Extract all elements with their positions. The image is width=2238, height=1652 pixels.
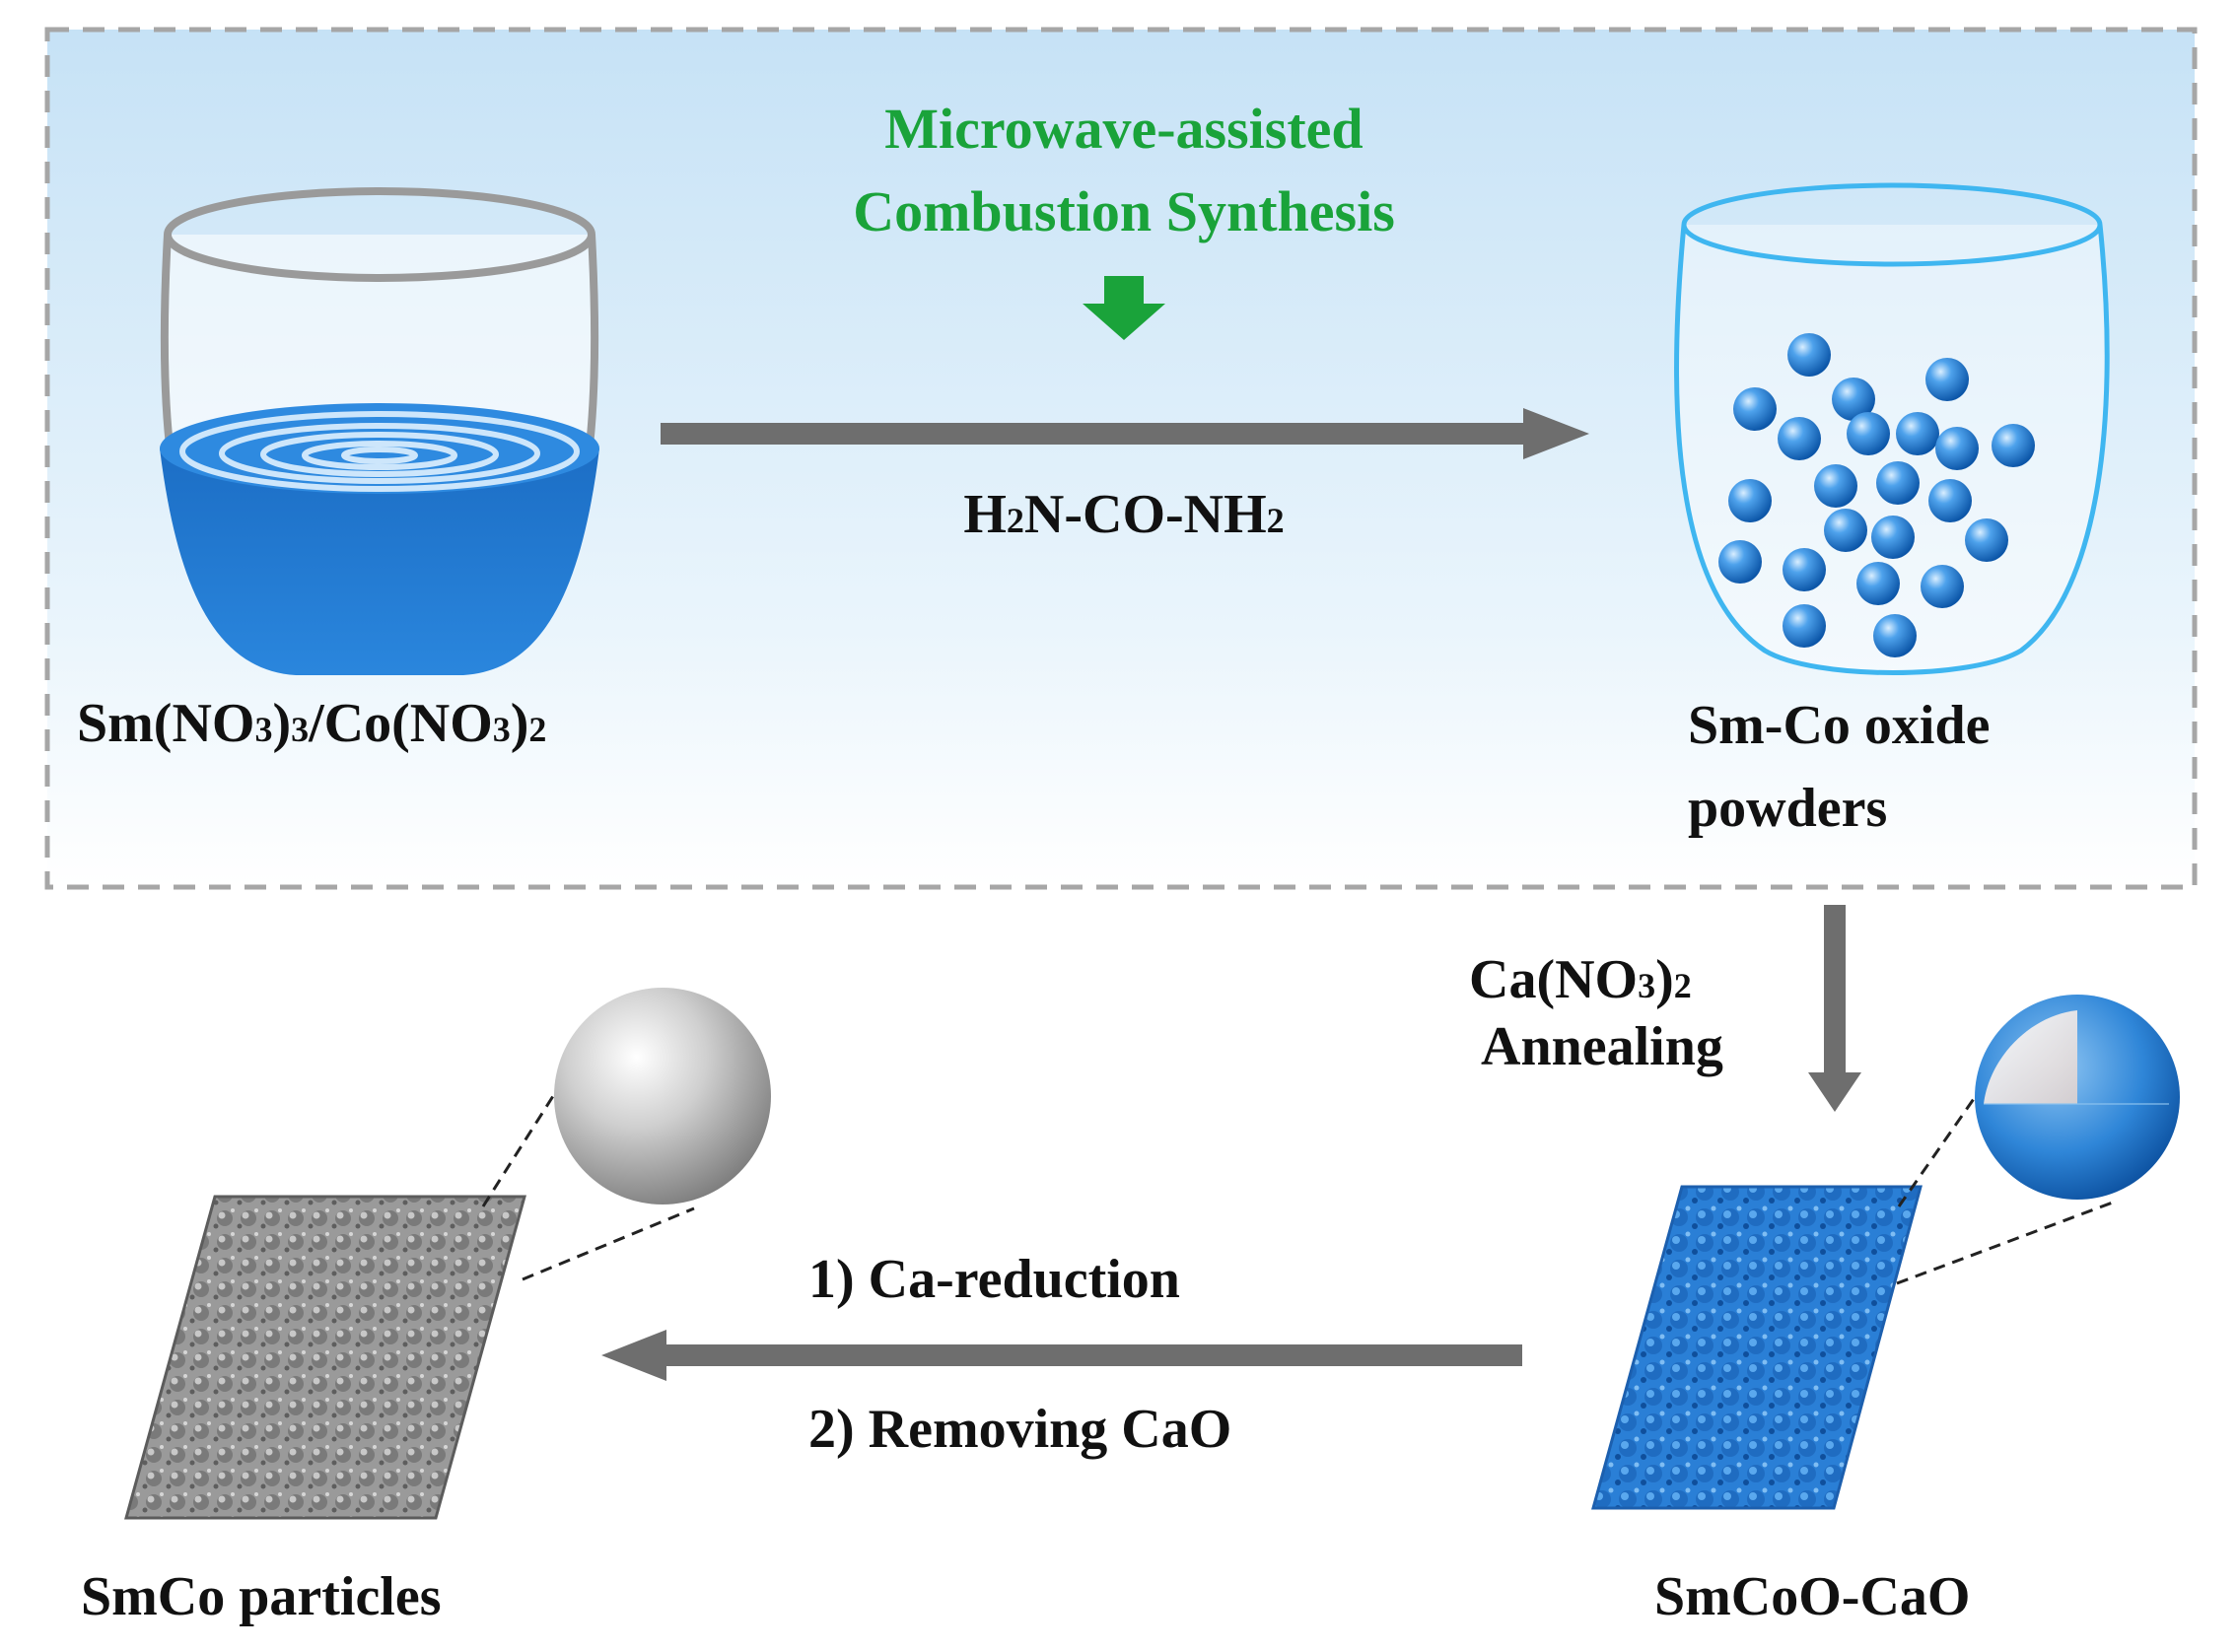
solution-beaker bbox=[160, 187, 599, 675]
smco-sphere bbox=[481, 988, 771, 1281]
process-title-line1: Microwave-assisted bbox=[884, 97, 1363, 161]
powder-particle bbox=[1783, 548, 1826, 591]
product-label-line2: powders bbox=[1688, 778, 1887, 839]
powder-particle bbox=[1925, 358, 1969, 401]
powder-particle bbox=[1718, 540, 1762, 584]
powder-particle bbox=[1787, 333, 1831, 377]
powder-particle bbox=[1832, 378, 1875, 421]
core-shell-particle bbox=[1896, 995, 2180, 1285]
powder-particle bbox=[1928, 479, 1972, 522]
powder-particle bbox=[1965, 518, 2008, 562]
start-material-label: Sm(NO3)3/Co(NO3)2 bbox=[77, 693, 546, 754]
powder-particle bbox=[1733, 387, 1777, 431]
powder-particle bbox=[1847, 412, 1890, 455]
fuel-reagent-label: H2N-CO-NH2 bbox=[963, 484, 1284, 545]
powder-particle bbox=[1876, 461, 1920, 505]
powder-particles bbox=[1718, 333, 2035, 657]
powder-particle bbox=[1728, 479, 1772, 522]
down-arrow-icon bbox=[1083, 276, 1165, 340]
annealing-reagent-label: Ca(NO3)2 bbox=[1469, 949, 1692, 1010]
smcoo-cao-particle-film bbox=[1591, 1185, 1923, 1510]
powder-particle bbox=[1824, 509, 1867, 552]
powder-particle bbox=[1896, 412, 1939, 455]
process-title-line2: Combustion Synthesis bbox=[853, 179, 1395, 243]
powder-particle bbox=[1921, 565, 1964, 608]
powder-particle bbox=[1856, 562, 1900, 605]
powder-particle bbox=[1783, 604, 1826, 648]
right-arrow-icon bbox=[661, 408, 1589, 459]
powder-particle bbox=[1778, 417, 1821, 460]
powder-particle bbox=[1871, 516, 1915, 559]
oxide-powder-beaker bbox=[1674, 182, 2110, 675]
product-label-line1: Sm-Co oxide bbox=[1688, 695, 1990, 756]
powder-particle bbox=[1992, 424, 2035, 467]
smco-particle-film bbox=[124, 1195, 526, 1520]
down-process-arrow-icon bbox=[1808, 905, 1861, 1112]
reduction-step-1: 1) Ca-reduction bbox=[808, 1249, 1180, 1310]
left-arrow-icon bbox=[601, 1330, 1522, 1381]
annealing-process-label: Annealing bbox=[1481, 1016, 1723, 1077]
final-product-label: SmCo particles bbox=[81, 1566, 442, 1627]
powder-particle bbox=[1873, 614, 1917, 657]
powder-particle bbox=[1814, 464, 1857, 508]
powder-particle bbox=[1935, 427, 1979, 470]
reduction-step-2: 2) Removing CaO bbox=[808, 1399, 1231, 1460]
intermediate-label: SmCoO-CaO bbox=[1654, 1566, 1970, 1627]
